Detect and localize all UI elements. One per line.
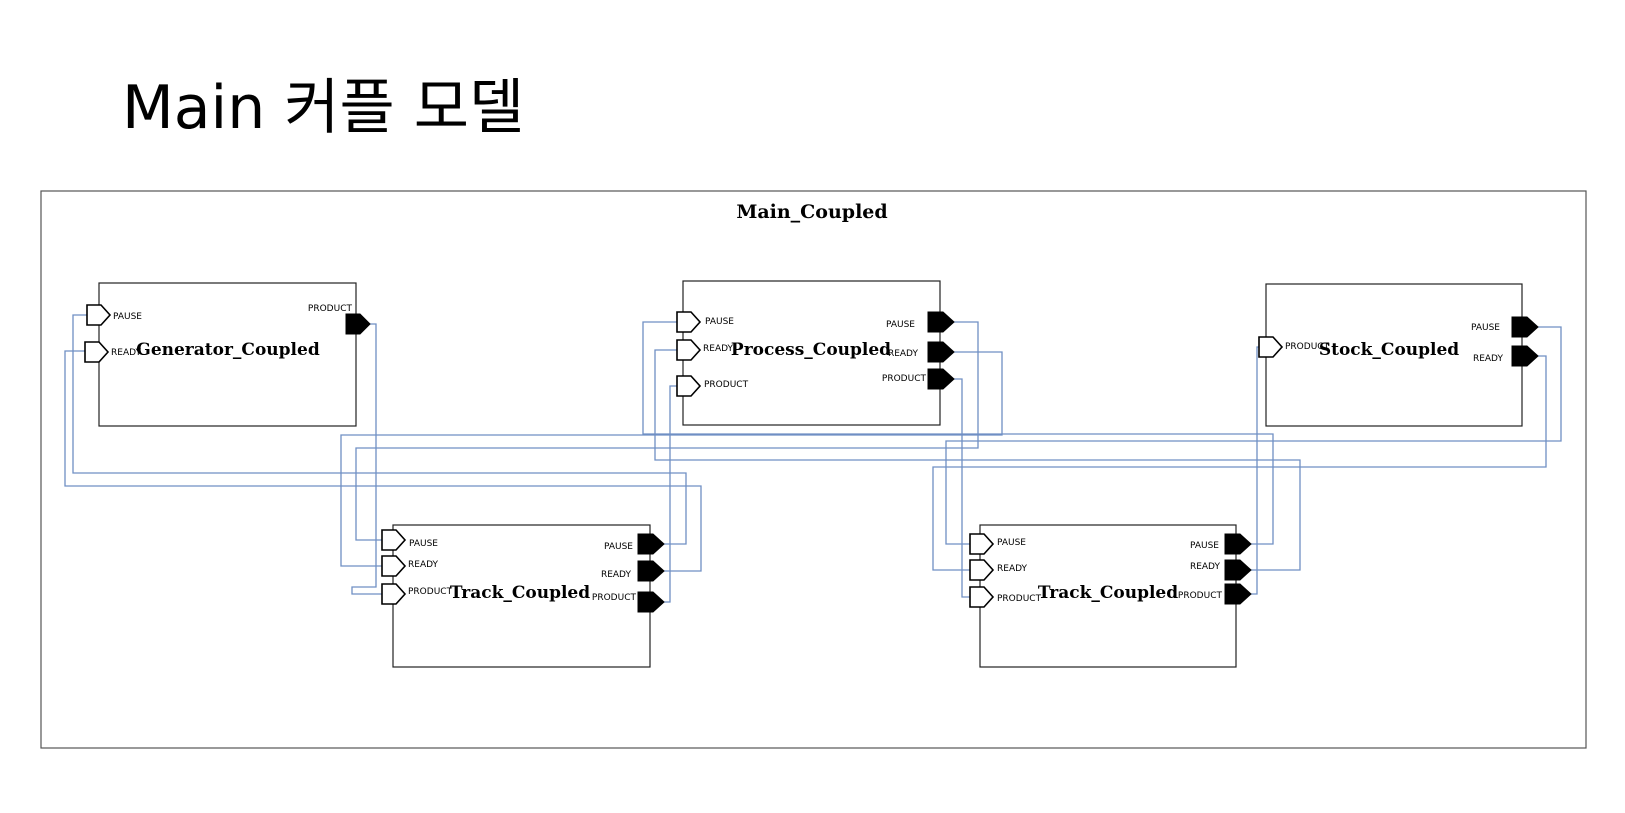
model-box xyxy=(682,280,941,426)
wire-generator-product-to-track1 xyxy=(351,323,383,595)
port-label-ready: READY xyxy=(997,564,1028,574)
slide-title: Main 커플 모델 xyxy=(122,73,525,143)
port-label-ready: READY xyxy=(111,348,142,358)
port-label-product: PRODUCT xyxy=(408,587,453,597)
wire-track1-pause-to-generator xyxy=(72,314,687,545)
model-track-coupled-1[interactable]: Track_Coupled PAUSE READY PRODUCT PAUSE … xyxy=(381,524,665,668)
port-label-ready: READY xyxy=(408,560,439,570)
port-label-pause: PAUSE xyxy=(705,317,734,327)
output-port-pause[interactable] xyxy=(927,311,955,333)
input-port-ready[interactable] xyxy=(381,555,407,577)
port-label-ready: READY xyxy=(1473,354,1504,364)
port-label-ready: READY xyxy=(1190,562,1221,572)
input-port-product[interactable] xyxy=(969,586,995,608)
output-port-pause[interactable] xyxy=(1511,316,1539,338)
wire-stock-pause-to-track2 xyxy=(945,326,1562,545)
model-name: Track_Coupled xyxy=(1038,583,1178,603)
port-label-ready: READY xyxy=(601,570,632,580)
wire-track1-ready-to-generator xyxy=(64,350,702,572)
model-track-coupled-2[interactable]: Track_Coupled PAUSE READY PRODUCT PAUSE … xyxy=(969,524,1252,668)
input-port-pause[interactable] xyxy=(969,533,995,555)
input-port-ready[interactable] xyxy=(84,341,110,363)
wire-process-product-to-track2 xyxy=(954,378,971,598)
wire-track2-pause-to-process xyxy=(642,321,1274,545)
port-label-pause: PAUSE xyxy=(886,320,915,330)
model-box xyxy=(979,524,1237,668)
model-box xyxy=(1265,283,1523,427)
port-label-pause: PAUSE xyxy=(997,538,1026,548)
model-name: Track_Coupled xyxy=(450,583,590,603)
model-generator-coupled[interactable]: Generator_Coupled PAUSE READY PRODUCT xyxy=(84,282,371,427)
main-coupled-label: Main_Coupled xyxy=(736,201,887,223)
input-port-product[interactable] xyxy=(676,375,702,397)
model-name: Generator_Coupled xyxy=(136,340,320,360)
model-name: Process_Coupled xyxy=(731,340,891,360)
output-port-ready[interactable] xyxy=(927,341,955,363)
output-port-product[interactable] xyxy=(1224,583,1252,605)
wire-track2-product-to-stock xyxy=(1251,346,1262,595)
output-port-pause[interactable] xyxy=(637,533,665,555)
port-label-product: PRODUCT xyxy=(1178,591,1223,601)
output-port-ready[interactable] xyxy=(637,560,665,582)
port-label-pause: PAUSE xyxy=(1471,323,1500,333)
input-port-pause[interactable] xyxy=(86,304,112,326)
port-label-product: PRODUCT xyxy=(882,374,927,384)
wire-process-pause-to-track1 xyxy=(355,321,979,541)
port-label-pause: PAUSE xyxy=(604,542,633,552)
port-label-product: PRODUCT xyxy=(592,593,637,603)
output-port-product[interactable] xyxy=(345,313,371,335)
port-label-ready: READY xyxy=(888,349,919,359)
input-port-ready[interactable] xyxy=(969,559,995,581)
port-label-product: PRODUCT xyxy=(997,594,1042,604)
port-label-product: PRODUCT xyxy=(308,304,353,314)
output-port-ready[interactable] xyxy=(1224,559,1252,581)
input-port-product[interactable] xyxy=(1258,336,1284,358)
model-name: Stock_Coupled xyxy=(1319,340,1459,360)
model-box xyxy=(392,524,651,668)
main-coupled-frame xyxy=(40,190,1587,749)
output-port-pause[interactable] xyxy=(1224,533,1252,555)
input-port-ready[interactable] xyxy=(676,339,702,361)
connection-wires xyxy=(64,314,1562,603)
port-label-product: PRODUCT xyxy=(1285,342,1330,352)
output-port-product[interactable] xyxy=(637,591,665,613)
wire-process-ready-to-track1 xyxy=(340,351,1003,567)
output-port-product[interactable] xyxy=(927,368,955,390)
port-label-product: PRODUCT xyxy=(704,380,749,390)
port-label-pause: PAUSE xyxy=(113,312,142,322)
port-label-pause: PAUSE xyxy=(409,539,438,549)
model-stock-coupled[interactable]: Stock_Coupled PRODUCT PAUSE READY xyxy=(1258,283,1539,427)
wire-track2-ready-to-process xyxy=(654,349,1301,571)
output-port-ready[interactable] xyxy=(1511,345,1539,367)
model-process-coupled[interactable]: Process_Coupled PAUSE READY PRODUCT PAUS… xyxy=(676,280,955,426)
port-label-ready: READY xyxy=(703,344,734,354)
model-box xyxy=(98,282,357,427)
input-port-pause[interactable] xyxy=(676,311,702,333)
wire-stock-ready-to-track2 xyxy=(932,355,1547,571)
input-port-pause[interactable] xyxy=(381,529,407,551)
wire-track1-product-to-process xyxy=(664,385,680,603)
port-label-pause: PAUSE xyxy=(1190,541,1219,551)
input-port-product[interactable] xyxy=(381,583,407,605)
